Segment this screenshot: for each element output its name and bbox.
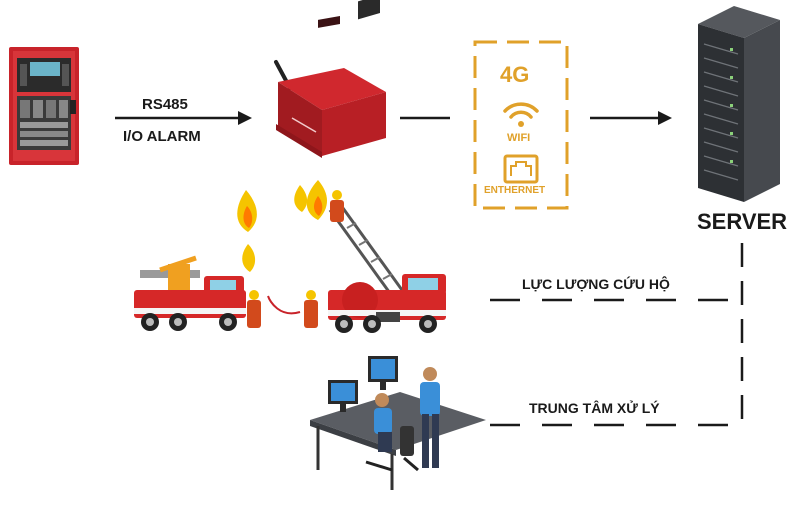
processing-center-label: TRUNG TÂM XỬ LÝ (529, 400, 660, 416)
wifi-icon (503, 102, 539, 127)
server-rack (698, 6, 780, 202)
arrow-head-1 (238, 111, 252, 125)
arrow-head-2 (658, 111, 672, 125)
network-wifi-label: WIFI (507, 132, 531, 144)
network-box (473, 40, 569, 210)
transmitter-device (274, 0, 386, 158)
server-connection-lines (490, 243, 744, 427)
io-alarm-label: I/O ALARM (123, 128, 201, 145)
network-ethernet-label: ENTHERNET (484, 185, 546, 196)
processing-center-illustration (310, 356, 486, 490)
server-label: SERVER (697, 209, 788, 234)
rescue-force-label: LỰC LƯỢNG CỨU HỘ (522, 276, 670, 292)
rs485-label: RS485 (142, 96, 188, 113)
ethernet-port-icon (503, 154, 539, 184)
fire-alarm-panel (9, 47, 79, 165)
network-4g-label: 4G (500, 62, 530, 87)
fire-trucks-illustration (134, 180, 446, 333)
